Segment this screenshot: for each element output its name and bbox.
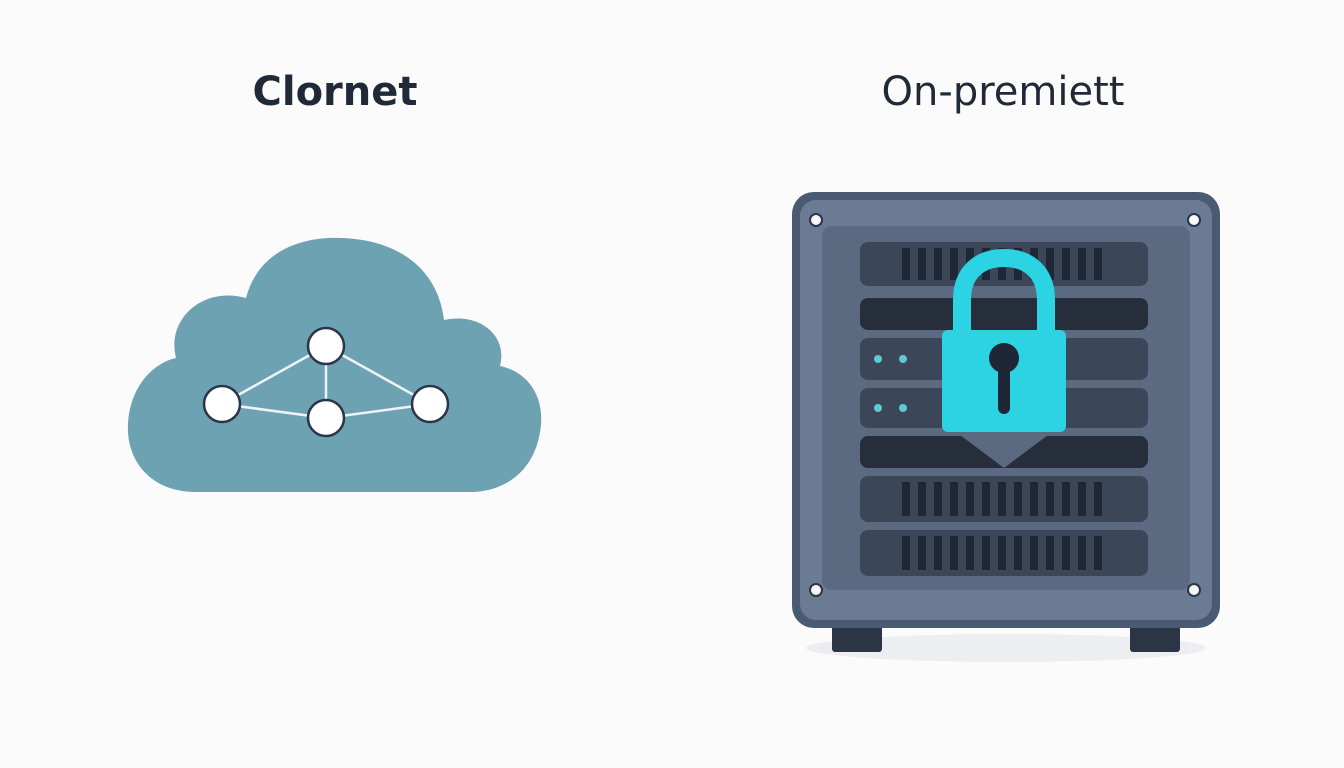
vent [1046,248,1054,280]
vent [934,536,942,570]
onprem-heading: On-premiett [881,69,1125,115]
vent [1094,482,1102,516]
network-nodes [202,326,450,438]
cloud-heading: Clornet [252,69,418,115]
link-a-b [221,344,327,406]
server-foot-left [832,622,882,652]
node-center [306,398,346,438]
vent [982,536,990,570]
grille-2 [902,482,1102,516]
vent [998,536,1006,570]
vent [934,482,942,516]
vent [1078,536,1086,570]
server-shadow [806,634,1206,662]
vent [1062,482,1070,516]
server-slot-2 [860,298,1148,330]
padlock-shackle [953,248,1055,334]
keyhole-slot [998,362,1010,414]
vent [1062,536,1070,570]
keyhole-top [989,343,1019,373]
padlock-icon [942,248,1066,468]
vent [950,536,958,570]
status-led-2a [874,404,882,412]
vent [1046,482,1054,516]
vent [1046,536,1054,570]
vent [1014,482,1022,516]
vent [966,482,974,516]
vent [1078,248,1086,280]
vent [1078,482,1086,516]
vent [918,248,926,280]
vent [1094,536,1102,570]
status-led-1b [899,355,907,363]
vent [902,248,910,280]
screw-top-left [809,213,823,227]
vent [1062,248,1070,280]
grille-3 [902,536,1102,570]
link-b-c [325,344,431,406]
vent [1030,482,1038,516]
screw-bottom-left [809,583,823,597]
node-left [202,384,242,424]
vent [902,482,910,516]
vent [950,482,958,516]
padlock-pointer [956,432,1052,468]
screw-bottom-right [1187,583,1201,597]
vent [1094,248,1102,280]
status-led-2b [899,404,907,412]
vent [966,536,974,570]
screw-top-right [1187,213,1201,227]
screw-holes [809,213,1201,597]
node-top [306,326,346,366]
status-led-1a [874,355,882,363]
cloud-shape [127,237,542,492]
vent [1014,536,1022,570]
cloud-network-icon [127,237,542,492]
node-right [410,384,450,424]
vent [918,536,926,570]
vent [1030,536,1038,570]
vent [950,248,958,280]
vent [902,536,910,570]
vent [998,482,1006,516]
vent [918,482,926,516]
vent [982,482,990,516]
vent [934,248,942,280]
server-foot-right [1130,622,1180,652]
